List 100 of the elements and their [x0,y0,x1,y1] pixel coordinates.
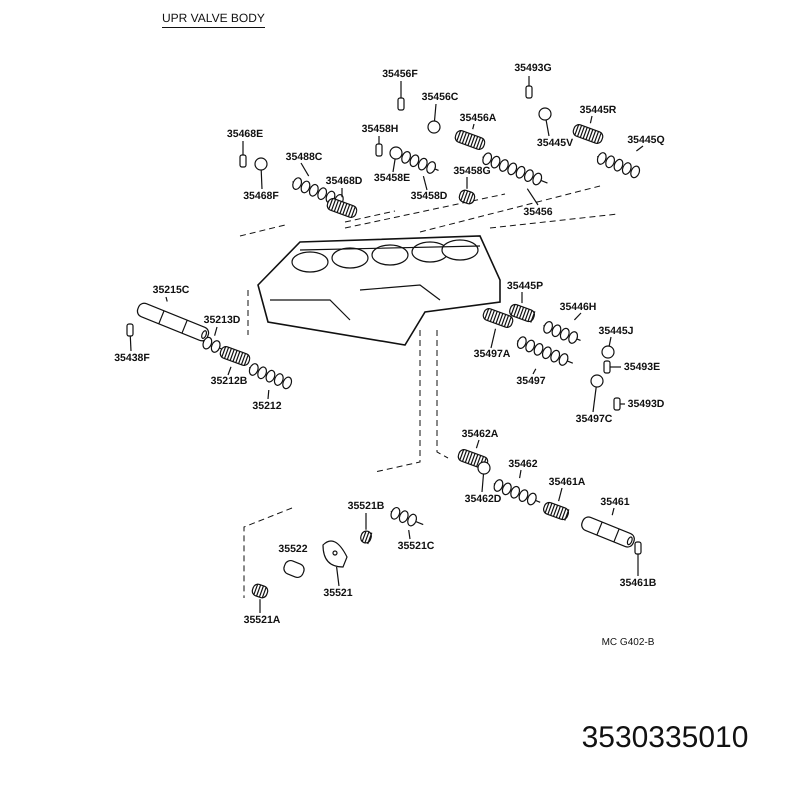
leader-line [490,328,496,348]
pin-drawing [239,154,247,168]
cam-drawing [322,540,348,568]
pin-drawing [613,397,621,411]
leader-line [400,81,402,98]
leader-line [472,124,475,130]
ring-drawing [254,157,268,171]
leader-line [521,292,523,304]
part-number: 35522 [278,544,308,554]
valve-spool-drawing [516,336,574,366]
part-number: 35488C [286,152,322,162]
part-number: 35458E [374,172,410,184]
pin-drawing [603,360,611,374]
part-number: 35497C [576,414,612,424]
part-number: 35521A [244,614,280,626]
part-number: 35456F [382,68,418,80]
part-number: 35445P [506,280,544,292]
leader-line [365,513,367,530]
leader-line [528,76,530,86]
part-number: 35521 [323,588,353,598]
part-number: 35458H [362,124,398,134]
part-number: 35468E [226,128,264,140]
leader-line [300,162,310,176]
part-number: 35461B [620,578,656,588]
part-number: 35445V [536,138,574,148]
part-number: 35456C [422,92,458,102]
spring-drawing [218,344,252,368]
diagram-title: UPR VALVE BODY [162,12,265,28]
part-number: 35445J [598,326,634,336]
leader-line [592,386,597,412]
part-number: 35462A [462,428,498,440]
part-number: 35461 [600,496,630,508]
leader-line [636,146,644,152]
part-number: 35456 [523,206,553,218]
leader-line [620,403,625,405]
leader-line [336,566,340,586]
part-number: 35493E [624,362,660,372]
part-number: 35497 [516,376,546,386]
leader-line [341,188,343,198]
leader-line [267,390,270,400]
ring-drawing [427,120,441,134]
leader-line [434,104,437,122]
part-number: 35215C [152,284,190,296]
leader-line [165,296,168,302]
pin-drawing [525,85,533,99]
leader-line [612,508,615,516]
part-number: 35468D [326,176,362,186]
leader-line [242,141,244,155]
leader-line [574,312,582,320]
spring-drawing [457,188,477,206]
leader-line [558,488,563,502]
ring-drawing [538,107,552,121]
catalog-part-number: 3530335010 [582,723,748,753]
valve-spool-drawing [596,152,640,178]
leader-line [637,554,639,576]
pin-drawing [126,323,134,337]
valve-spool-drawing [248,363,292,390]
leader-line [590,116,593,124]
leader-line [260,170,263,190]
leader-line [378,136,380,144]
leader-line [422,176,428,190]
part-number: 35458D [410,190,448,202]
ring-drawing [590,374,604,388]
ring-drawing [601,345,615,359]
drawing-code: MC G402-B [602,638,654,648]
part-number: 35212B [210,376,248,386]
leader-line [130,336,132,352]
spring-drawing [325,196,359,220]
part-number: 35445R [580,104,616,116]
pin-drawing [375,143,383,157]
leader-line [214,326,218,336]
part-number: 35521C [398,540,434,552]
leader-line [227,366,232,376]
part-number: 35461A [548,476,586,488]
part-number: 35212 [252,400,282,412]
part-number: 35462D [464,494,502,504]
leader-line [392,158,396,172]
part-number: 35446H [560,302,596,312]
part-number: 35213D [204,314,240,326]
pin-drawing [634,541,642,555]
leader-line [408,530,411,540]
pin-drawing [397,97,405,111]
ring-drawing [477,461,491,475]
spring-drawing [250,582,270,600]
valve-spool-drawing [543,321,581,344]
leader-line [546,120,550,136]
valve-spool-drawing [401,151,439,174]
leader-line [519,470,522,478]
part-number: 35458G [453,166,491,176]
leader-line [476,440,480,448]
part-number: 35521B [348,500,384,512]
part-number: 35462 [508,458,538,470]
part-number: 35456A [460,112,496,124]
leader-line [532,368,536,374]
leader-line [466,177,468,189]
part-number: 35493G [514,62,552,74]
leader-line [608,336,612,346]
leader-line [610,366,621,368]
valve-spool-drawing [390,506,424,526]
valve-spool-drawing [202,336,222,353]
